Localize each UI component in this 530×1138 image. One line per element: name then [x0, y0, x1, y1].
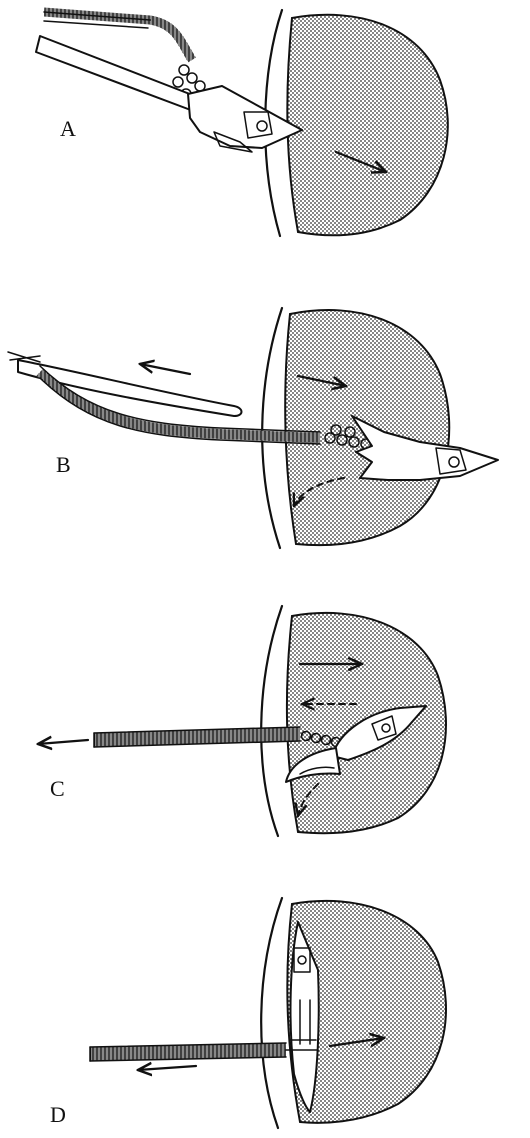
withdraw-arrow [140, 364, 190, 374]
panel-label: B [56, 452, 71, 477]
skin-outline [261, 606, 282, 836]
harpoon-shaft [36, 36, 200, 112]
skin-outline [262, 308, 282, 548]
panel-label: A [60, 116, 76, 141]
line-rope [94, 734, 300, 740]
panel-label: C [50, 776, 65, 801]
panel-c: C [38, 606, 446, 836]
line-rope [90, 1050, 286, 1054]
skin-outline [261, 898, 282, 1128]
line-pull-arrow [138, 1066, 196, 1070]
panel-d: D [50, 898, 446, 1128]
panel-b: B [8, 308, 498, 548]
panel-a: A [36, 10, 448, 236]
flesh-region [287, 15, 447, 235]
panel-label: D [50, 1102, 66, 1127]
line-pull-arrow [38, 740, 88, 744]
